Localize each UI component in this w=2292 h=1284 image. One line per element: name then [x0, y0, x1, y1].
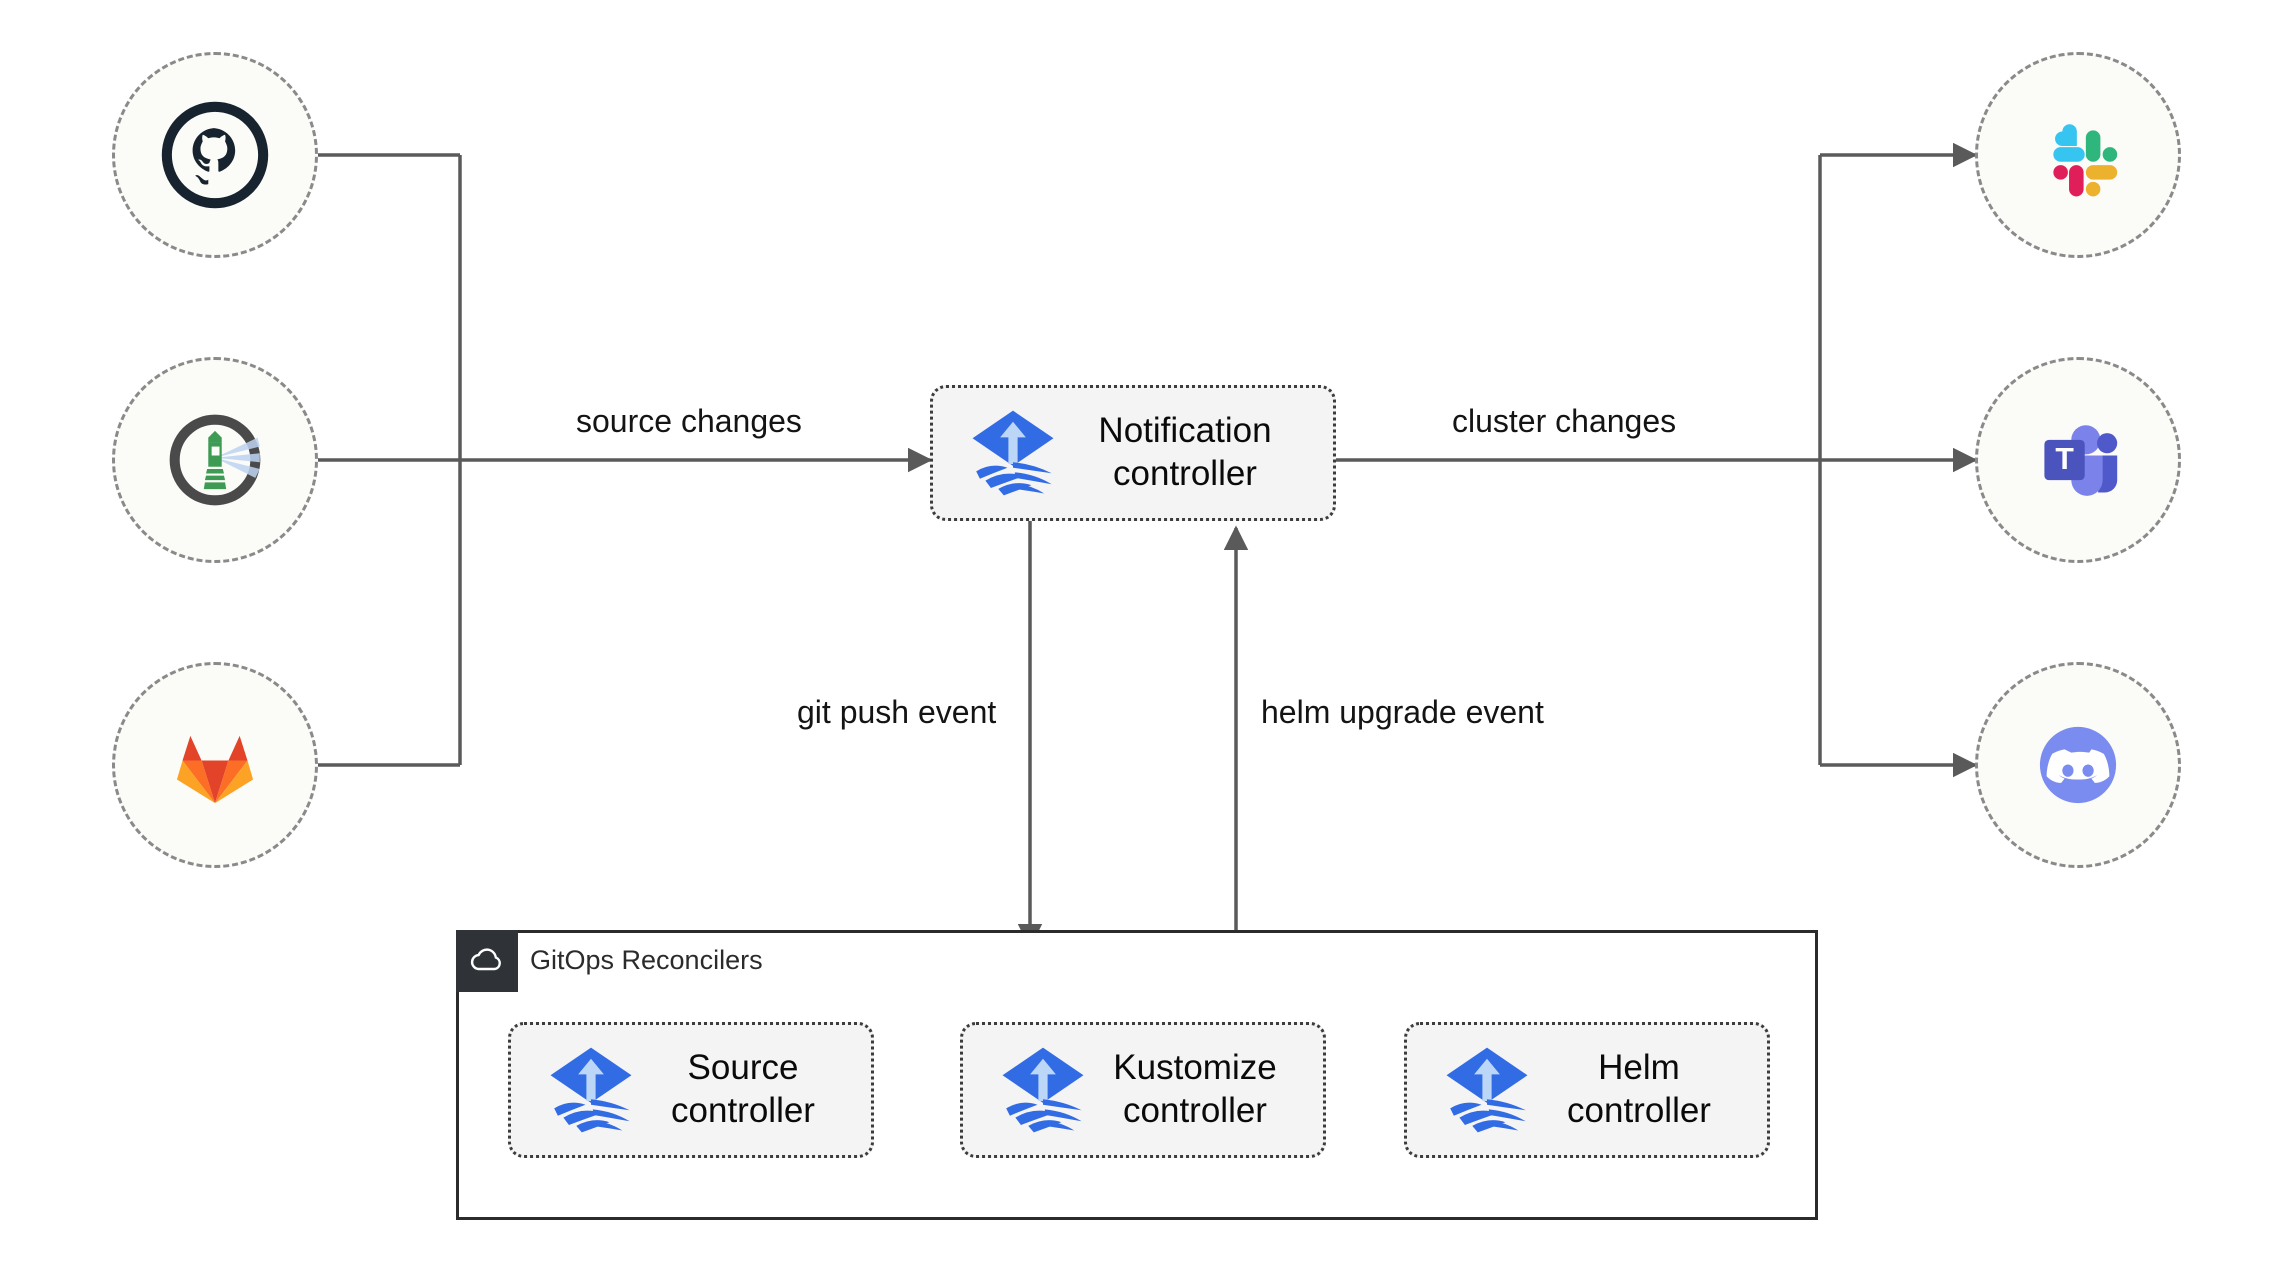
source-controller-box[interactable]: Source controller [508, 1022, 874, 1158]
notification-controller-label: Notification controller [1098, 411, 1272, 493]
flux-icon [972, 410, 1054, 496]
flux-icon [550, 1047, 632, 1133]
cloud-icon [456, 930, 518, 992]
flux-icon [1446, 1047, 1528, 1133]
gitlab-icon [176, 735, 254, 804]
edge-label-cluster-changes: cluster changes [1452, 403, 1677, 439]
source-node-gitlab[interactable] [112, 662, 318, 868]
source-node-flux[interactable] [112, 357, 318, 563]
helm-controller-label: Helm controller [1567, 1048, 1711, 1130]
destination-node-slack[interactable] [1975, 52, 2181, 258]
github-icon [161, 101, 269, 209]
slack-icon [2053, 124, 2118, 197]
kustomize-controller-label: Kustomize controller [1113, 1048, 1277, 1130]
helm-controller-box[interactable]: Helm controller [1404, 1022, 1770, 1158]
gitops-group-title: GitOps Reconcilers [530, 945, 763, 975]
edge-label-git-push-event: git push event [797, 694, 997, 730]
kustomize-controller-box[interactable]: Kustomize controller [960, 1022, 1326, 1158]
flux-icon [1002, 1047, 1084, 1133]
destination-node-discord[interactable] [1975, 662, 2181, 868]
discord-icon [2039, 726, 2117, 804]
source-node-github[interactable] [112, 52, 318, 258]
svg-text:T: T [2055, 443, 2074, 476]
destination-node-teams[interactable]: T [1975, 357, 2181, 563]
microsoft-teams-icon: T [2044, 425, 2118, 496]
source-controller-label: Source controller [671, 1048, 815, 1130]
edge-label-helm-upgrade-event: helm upgrade event [1261, 694, 1544, 730]
edge-label-source-changes: source changes [576, 403, 802, 439]
flux-lighthouse-icon [169, 414, 261, 506]
notification-controller-box[interactable]: Notification controller [930, 385, 1336, 521]
